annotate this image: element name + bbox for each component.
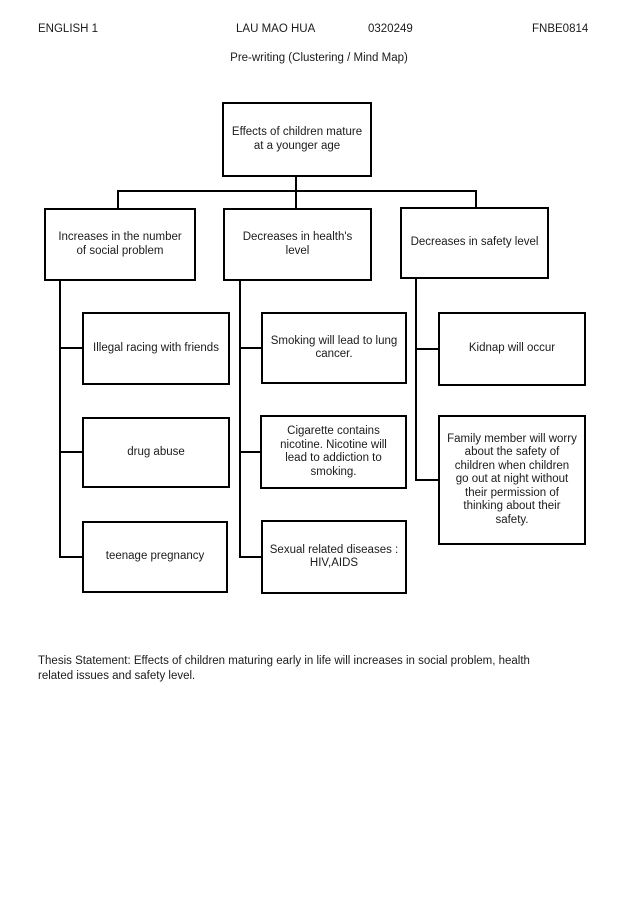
connector-health-trunk <box>239 281 241 558</box>
node-family-worry: Family member will worry about the safet… <box>438 415 586 545</box>
header-student-name: LAU MAO HUA <box>236 23 316 35</box>
connector-stub-family <box>415 479 438 481</box>
node-lung-cancer: Smoking will lead to lung cancer. <box>261 312 407 384</box>
connector-safety-trunk <box>415 279 417 481</box>
connector-branch-bus <box>117 190 477 192</box>
node-nicotine-addiction: Cigarette contains nicotine. Nicotine wi… <box>260 415 407 489</box>
node-kidnap: Kidnap will occur <box>438 312 586 386</box>
connector-root-stem <box>295 176 297 208</box>
header-module-code: FNBE0814 <box>532 23 589 35</box>
connector-drop-safety <box>475 190 477 207</box>
node-teenage-pregnancy: teenage pregnancy <box>82 521 228 593</box>
node-illegal-racing: Illegal racing with friends <box>82 312 230 385</box>
connector-stub-smoking <box>239 347 261 349</box>
connector-stub-drug <box>59 451 82 453</box>
root-node: Effects of children mature at a younger … <box>222 102 372 177</box>
branch-social-problem: Increases in the number of social proble… <box>44 208 196 281</box>
thesis-statement: Thesis Statement: Effects of children ma… <box>38 655 530 682</box>
connector-stub-racing <box>59 347 82 349</box>
connector-stub-diseases <box>239 556 261 558</box>
node-drug-abuse: drug abuse <box>82 417 230 488</box>
branch-health-level: Decreases in health's level <box>223 208 372 281</box>
connector-stub-kidnap <box>415 348 438 350</box>
node-sexual-diseases: Sexual related diseases : HIV,AIDS <box>261 520 407 594</box>
branch-safety-level: Decreases in safety level <box>400 207 549 279</box>
header-course: ENGLISH 1 <box>38 23 99 35</box>
connector-social-trunk <box>59 281 61 557</box>
connector-stub-nicotine <box>239 451 261 453</box>
connector-drop-social <box>117 190 119 208</box>
page-title: Pre-writing (Clustering / Mind Map) <box>230 52 408 64</box>
header-student-id: 0320249 <box>368 23 413 35</box>
connector-stub-teenage <box>59 556 82 558</box>
